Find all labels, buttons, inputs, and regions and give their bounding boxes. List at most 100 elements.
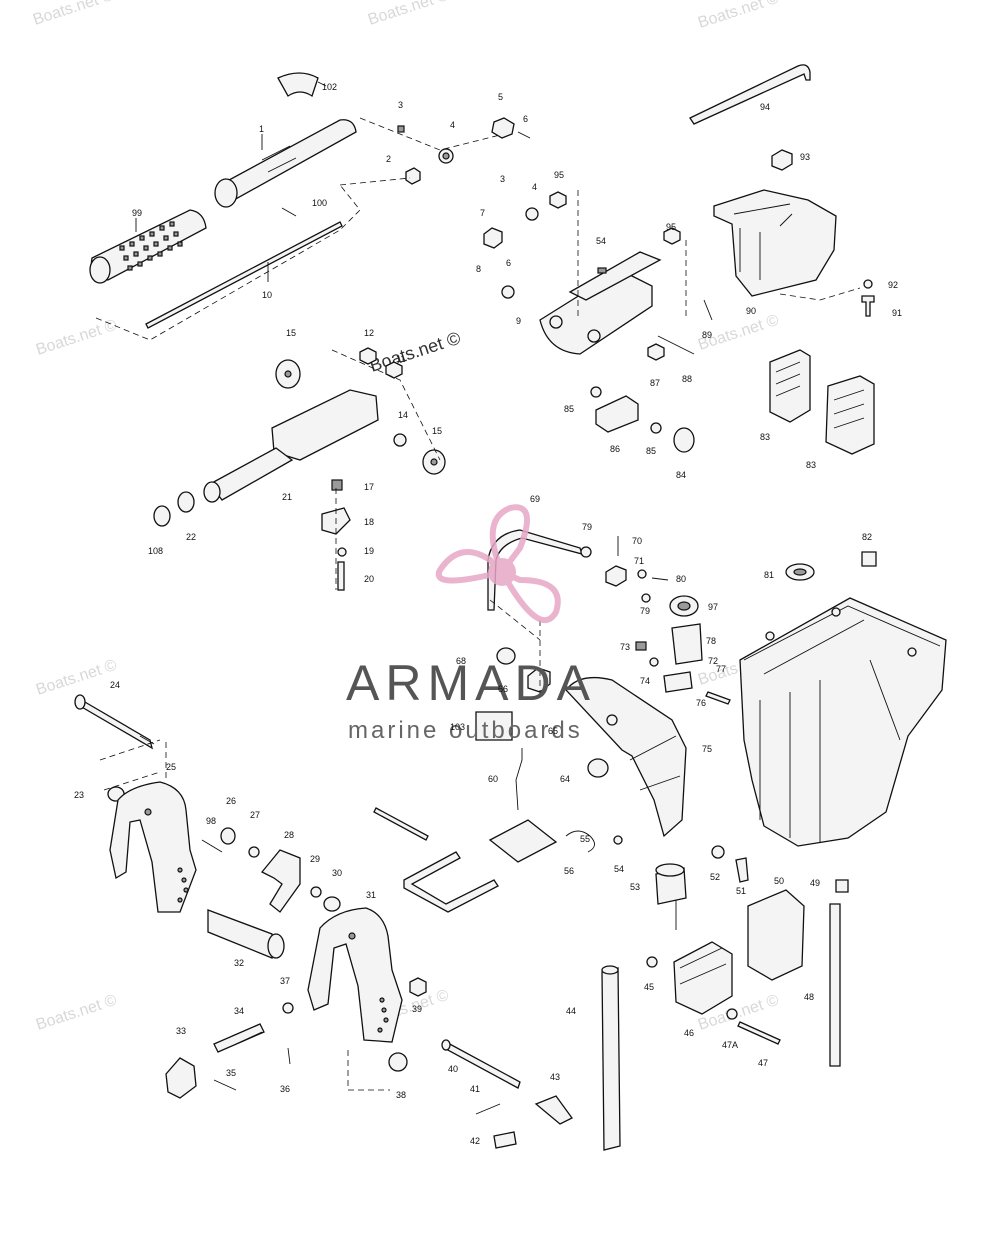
callout-label: 86 [610,444,620,454]
callout-label: 74 [640,676,650,686]
callout-label: 82 [862,532,872,542]
callout-label: 55 [580,834,590,844]
callout-label: 100 [312,198,327,208]
callout-label: 45 [644,982,654,992]
callout-label: 49 [810,878,820,888]
callout-label: 108 [148,546,163,556]
callout-labels: 102 1 3 5 6 4 2 99 100 10 3 4 95 7 6 94 … [74,82,902,1146]
callout-label: 95 [554,170,564,180]
callout-label: 14 [398,410,408,420]
callout-label: 83 [806,460,816,470]
callout-label: 10 [262,290,272,300]
callout-label: 40 [448,1064,458,1074]
watermark-text: Boats.net © [366,0,451,29]
callout-label: 89 [702,330,712,340]
callout-label: 9 [516,316,521,326]
callout-label: 15 [286,328,296,338]
callout-label: 68 [456,656,466,666]
callout-label: 56 [564,866,574,876]
callout-label: 34 [234,1006,244,1016]
callout-label: 22 [186,532,196,542]
watermark-text: Boats.net © [34,992,119,1034]
tilt-lock-assembly [475,529,731,838]
callout-label: 50 [774,876,784,886]
callout-label: 35 [226,1068,236,1078]
callout-label: 93 [800,152,810,162]
callout-label: 77 [716,664,726,674]
callout-label: 98 [206,816,216,826]
tilt-tube-assembly [441,965,621,1151]
callout-label: 52 [710,872,720,882]
callout-label: 102 [322,82,337,92]
tiller-assembly [89,72,531,341]
callout-label: 39 [412,1004,422,1014]
callout-label: 79 [640,606,650,616]
callout-label: 94 [760,102,770,112]
callout-label: 37 [280,976,290,986]
callout-label: 17 [364,482,374,492]
callout-label: 85 [646,446,656,456]
callout-label: 32 [234,958,244,968]
clamp-assembly [646,879,849,1067]
callout-label: 8 [476,264,481,274]
callout-label: 99 [132,208,142,218]
swivel-housing [739,551,947,847]
stern-bracket-assembly [74,694,427,1099]
callout-label: 15 [432,426,442,436]
callout-label: 18 [364,517,374,527]
callout-label: 48 [804,992,814,1002]
callout-label: 60 [488,774,498,784]
callout-label: 42 [470,1136,480,1146]
callout-label: 80 [676,574,686,584]
callout-label: 97 [708,602,718,612]
callout-label: 41 [470,1084,480,1094]
brand-name: ARMADA [346,655,596,711]
callout-label: 11 [396,354,405,364]
callout-label: 25 [166,762,176,772]
callout-label: 90 [746,306,756,316]
callout-label: 23 [74,790,84,800]
callout-label: 46 [684,1028,694,1038]
callout-label: 88 [682,374,692,384]
callout-label: 70 [632,536,642,546]
callout-label: 3 [398,100,403,110]
callout-label: 84 [676,470,686,480]
callout-label: 38 [396,1090,406,1100]
callout-label: 7 [480,208,485,218]
bracket-housing-assembly [689,64,875,455]
watermark-text: Boats.net © [34,317,119,359]
callout-label: 75 [702,744,712,754]
callout-label: 20 [364,574,374,584]
propeller-icon [435,504,561,624]
callout-label: 43 [550,1072,560,1082]
callout-label: 85 [564,404,574,414]
callout-label: 103 [450,722,465,732]
callout-label: 79 [582,522,592,532]
callout-label: 72 [708,656,718,666]
callout-label: 33 [176,1026,186,1036]
callout-label: 4 [450,120,455,130]
callout-label: 69 [530,494,540,504]
callout-label: 28 [284,830,294,840]
watermark-text: Boats.net © [696,0,781,32]
tilt-support-assembly [373,748,749,930]
callout-label: 27 [250,810,260,820]
callout-label: 6 [523,114,528,124]
callout-label: 26 [226,796,236,806]
callout-label: 65 [548,726,558,736]
callout-label: 95 [666,222,676,232]
watermark-text: Boats.net © [367,328,463,376]
callout-label: 31 [366,890,376,900]
callout-label: 30 [332,868,342,878]
callout-label: 53 [630,882,640,892]
callout-label: 76 [696,698,706,708]
swivel-tube-assembly [153,347,446,591]
brand-logo: ARMADA marine outboards [346,504,596,744]
callout-label: 83 [760,432,770,442]
callout-label: 66 [498,684,508,694]
brand-tagline: marine outboards [348,717,583,744]
callout-label: 3 [500,174,505,184]
callout-label: 12 [364,328,374,338]
callout-label: 78 [706,636,716,646]
callout-label: 47A [722,1040,738,1050]
